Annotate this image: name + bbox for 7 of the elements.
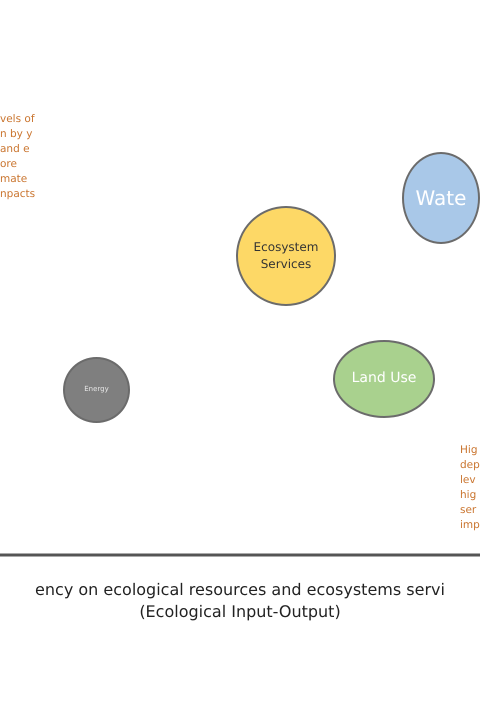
annotation-text: vels of n by y and e ore mate npacts bbox=[0, 112, 36, 202]
axis-title: ency on ecological resources and ecosystems servi bbox=[34, 580, 446, 599]
annotation-text: Hig dep lev hig ser imp bbox=[460, 443, 480, 533]
bubble-label: Ecosystem Services bbox=[252, 239, 320, 273]
bubble-label: Wate bbox=[416, 185, 466, 212]
bubble-label: Land Use bbox=[352, 369, 416, 388]
axis-title: (Ecological Input-Output) bbox=[138, 602, 342, 621]
